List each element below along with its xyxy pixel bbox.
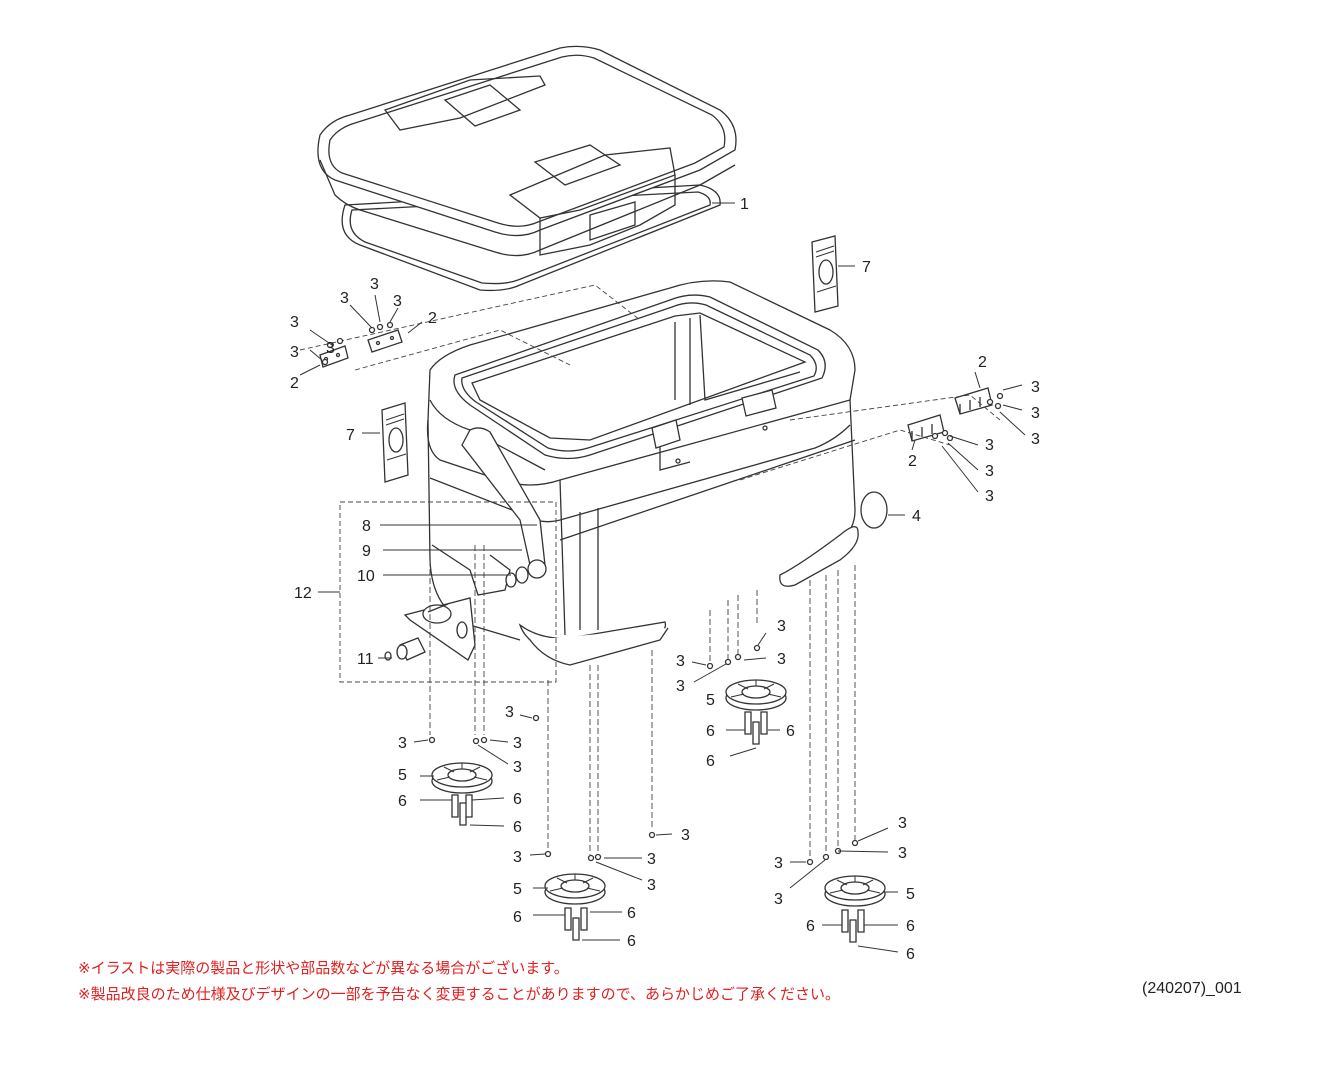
callout-3: 3 bbox=[290, 314, 299, 331]
disclaimer-note-2: ※製品改良のため仕様及びデザインの一部を予告なく変更することがありますので、あら… bbox=[78, 985, 840, 1003]
callout-2: 2 bbox=[290, 375, 299, 392]
callout-3: 3 bbox=[985, 488, 994, 505]
callout-6: 6 bbox=[906, 946, 915, 963]
leader-lines bbox=[299, 202, 1026, 953]
callout-3: 3 bbox=[513, 759, 522, 776]
callout-3: 3 bbox=[647, 851, 656, 868]
callout-3: 3 bbox=[774, 891, 783, 908]
callout-3: 3 bbox=[513, 849, 522, 866]
callout-2: 2 bbox=[428, 310, 437, 327]
callout-3: 3 bbox=[777, 651, 786, 668]
callout-3: 3 bbox=[505, 704, 514, 721]
callout-6: 6 bbox=[806, 918, 815, 935]
callout-1: 1 bbox=[740, 196, 749, 213]
callout-6: 6 bbox=[706, 753, 715, 770]
callout-2: 2 bbox=[978, 354, 987, 371]
callout-2: 2 bbox=[908, 453, 917, 470]
lid-part-1 bbox=[317, 45, 737, 292]
document-id: (240207)_001 bbox=[1142, 980, 1242, 997]
callout-3: 3 bbox=[676, 653, 685, 670]
callout-8: 8 bbox=[362, 518, 371, 535]
callout-3: 3 bbox=[1031, 405, 1040, 422]
callout-6: 6 bbox=[627, 933, 636, 950]
foot-part-5-a bbox=[431, 762, 493, 794]
callout-3: 3 bbox=[681, 827, 690, 844]
callout-3: 3 bbox=[777, 618, 786, 635]
callout-3: 3 bbox=[1031, 379, 1040, 396]
callout-6: 6 bbox=[706, 723, 715, 740]
hinge-part-2-left-b bbox=[367, 329, 403, 353]
callout-5: 5 bbox=[398, 767, 407, 784]
callout-3: 3 bbox=[676, 678, 685, 695]
assembly-lines bbox=[299, 284, 1001, 860]
callout-7-right: 7 bbox=[862, 259, 871, 276]
small-screws-part-3 bbox=[321, 321, 1004, 866]
drain-part-8 bbox=[527, 559, 547, 579]
callout-3: 3 bbox=[774, 855, 783, 872]
callout-3: 3 bbox=[898, 845, 907, 862]
foot-part-5-d bbox=[824, 875, 886, 907]
callout-3: 3 bbox=[340, 290, 349, 307]
drain-group-box-12 bbox=[339, 501, 557, 683]
callout-6: 6 bbox=[513, 909, 522, 926]
callout-3: 3 bbox=[513, 735, 522, 752]
plate-part-7-left bbox=[381, 402, 409, 483]
callout-3: 3 bbox=[985, 463, 994, 480]
callout-4: 4 bbox=[912, 508, 921, 525]
cooler-body bbox=[426, 280, 859, 666]
callout-12: 12 bbox=[294, 585, 312, 602]
foot-part-5-b bbox=[725, 679, 787, 711]
callout-3: 3 bbox=[985, 437, 994, 454]
hinge-part-2-right-a bbox=[954, 387, 993, 415]
callout-10: 10 bbox=[357, 568, 375, 585]
long-screws-part-6 bbox=[451, 711, 865, 943]
callout-3: 3 bbox=[398, 735, 407, 752]
callout-6: 6 bbox=[627, 905, 636, 922]
callout-3: 3 bbox=[1031, 431, 1040, 448]
drain-part-9 bbox=[515, 566, 529, 584]
callout-6: 6 bbox=[398, 793, 407, 810]
hinge-part-2-right-b bbox=[907, 414, 945, 442]
drain-part-10 bbox=[505, 572, 517, 588]
callout-6: 6 bbox=[513, 819, 522, 836]
drain-assembly bbox=[339, 501, 557, 683]
callout-9: 9 bbox=[362, 543, 371, 560]
callout-5: 5 bbox=[706, 692, 715, 709]
callout-3: 3 bbox=[647, 877, 656, 894]
plate-part-7-right bbox=[811, 235, 839, 313]
callout-3: 3 bbox=[898, 815, 907, 832]
callout-6: 6 bbox=[513, 791, 522, 808]
callout-6: 6 bbox=[906, 918, 915, 935]
callout-numbers: 1 7 7 4 8 9 10 12 11 3 3 2 3 3 3 3 2 2 3… bbox=[290, 196, 1040, 963]
foot-part-5-c bbox=[544, 873, 606, 905]
callout-3: 3 bbox=[290, 344, 299, 361]
disclaimer-note-1: ※イラストは実際の製品と形状や部品数などが異なる場合がございます。 bbox=[78, 959, 569, 977]
cap-part-4 bbox=[860, 491, 888, 529]
callout-11: 11 bbox=[357, 651, 374, 668]
callout-7-left: 7 bbox=[346, 427, 355, 444]
callout-5: 5 bbox=[906, 886, 915, 903]
callout-6: 6 bbox=[786, 723, 795, 740]
callout-5: 5 bbox=[513, 881, 522, 898]
callout-3: 3 bbox=[326, 340, 335, 357]
callout-3: 3 bbox=[370, 276, 379, 293]
callout-3: 3 bbox=[393, 293, 402, 310]
